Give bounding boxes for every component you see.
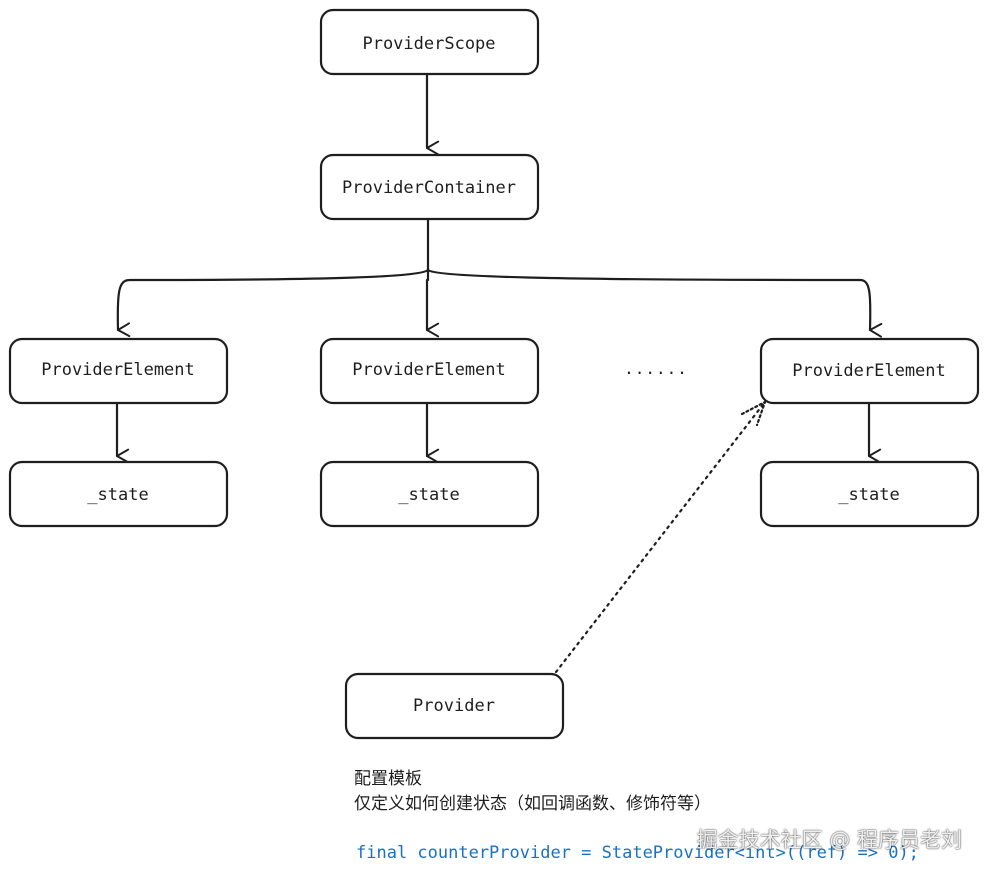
node-provider: Provider	[344, 672, 565, 740]
watermark: 掘金技术社区 @ 程序员老刘	[696, 828, 962, 852]
node-provider-container: ProviderContainer	[319, 153, 540, 221]
node-label: ProviderScope	[362, 34, 495, 54]
node-state-2: _state	[319, 460, 540, 528]
node-label: ProviderElement	[792, 361, 946, 381]
node-provider-scope: ProviderScope	[319, 8, 540, 76]
node-provider-element-2: ProviderElement	[319, 337, 540, 405]
more-elements-ellipsis: ......	[624, 359, 688, 378]
node-label: _state	[398, 485, 459, 505]
node-label: ProviderElement	[41, 360, 195, 380]
node-provider-element-3: ProviderElement	[759, 337, 980, 405]
node-label: ProviderElement	[352, 360, 506, 380]
note-title: 配置模板	[354, 769, 422, 789]
node-label: Provider	[413, 696, 495, 716]
edge-provider-to-element-3-dotted	[554, 400, 767, 674]
note-description: 仅定义如何创建状态（如回调函数、修饰符等）	[354, 794, 711, 814]
node-state-3: _state	[759, 460, 980, 528]
edges	[115, 72, 883, 674]
edge-dotted-arrowhead	[740, 400, 767, 427]
node-provider-element-1: ProviderElement	[8, 337, 229, 405]
node-label: _state	[838, 485, 899, 505]
edge-container-to-element-1	[116, 268, 430, 338]
edge-container-to-element-3	[426, 268, 883, 338]
code-snippet: final counterProvider = StateProvider<in…	[356, 843, 919, 863]
node-label: ProviderContainer	[342, 178, 516, 198]
node-state-1: _state	[8, 460, 229, 528]
node-label: _state	[87, 485, 148, 505]
